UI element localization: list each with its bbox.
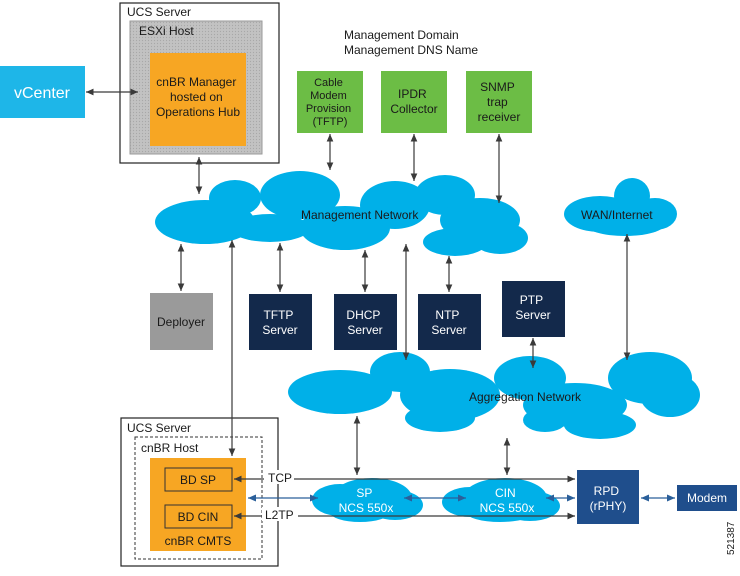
sp-router-cloud <box>312 478 423 522</box>
bd-cin-label: BD CIN <box>178 510 219 524</box>
bd-cin-box <box>164 504 233 529</box>
cnbr-host-label: cnBR Host <box>141 441 199 455</box>
ptp-server-box <box>502 281 565 337</box>
tftp-server-label: TFTP Server <box>262 308 297 337</box>
vcenter-box <box>0 66 85 118</box>
ptp-server-label: PTP Server <box>515 293 550 322</box>
l2tp-label-bg <box>262 507 298 521</box>
cable-modem-provision-label: Cable Modem Provision (TFTP) <box>306 77 354 128</box>
cin-router-label: CIN NCS 550x <box>480 486 535 515</box>
rpd-label: RPD (rPHY) <box>590 484 627 513</box>
ntp-server-box <box>418 294 481 350</box>
bd-sp-box <box>164 467 233 492</box>
esxi-host-label: ESXi Host <box>139 24 194 38</box>
snmp-trap-receiver-box <box>466 71 532 133</box>
wan-internet-cloud <box>564 178 677 236</box>
tcp-label-bg <box>264 470 294 484</box>
modem-label: Modem <box>687 491 727 505</box>
cnbr-manager-box <box>150 53 246 146</box>
management-domain-label: Management Domain Management DNS Name <box>344 28 478 57</box>
cin-router-cloud <box>442 478 560 522</box>
aggregation-network-cloud <box>288 352 700 439</box>
connector-arrows <box>86 88 675 520</box>
cnbr-manager-label: cnBR Manager hosted on Operations Hub <box>156 75 240 119</box>
bd-sp-label: BD SP <box>180 473 216 487</box>
snmp-trap-receiver-label: SNMP trap receiver <box>478 80 521 124</box>
rpd-box <box>577 470 639 524</box>
modem-box <box>677 485 737 511</box>
ipdr-collector-label: IPDR Collector <box>390 87 437 116</box>
wan-internet-label: WAN/Internet <box>581 208 653 222</box>
cable-modem-provision-box <box>297 71 363 133</box>
deployer-box <box>150 293 213 350</box>
tcp-label: TCP <box>268 471 292 485</box>
l2tp-label: L2TP <box>265 508 294 522</box>
management-network-label: Management Network <box>301 208 419 222</box>
dhcp-server-box <box>334 294 397 350</box>
top-ucs-server-title: UCS Server <box>127 5 191 19</box>
bottom-ucs-server-title: UCS Server <box>127 421 191 435</box>
dhcp-server-label: DHCP Server <box>346 308 383 337</box>
management-network-cloud <box>155 171 528 256</box>
deployer-label: Deployer <box>157 315 205 329</box>
ipdr-collector-box <box>381 71 447 133</box>
figure-id: 521387 <box>726 521 737 555</box>
cnbr-cmts-label: cnBR CMTS <box>165 534 232 548</box>
vcenter-label: vCenter <box>14 85 71 102</box>
aggregation-network-label: Aggregation Network <box>469 390 582 404</box>
ntp-server-label: NTP Server <box>431 308 466 337</box>
tftp-server-box <box>249 294 312 350</box>
sp-router-label: SP NCS 550x <box>339 486 394 515</box>
